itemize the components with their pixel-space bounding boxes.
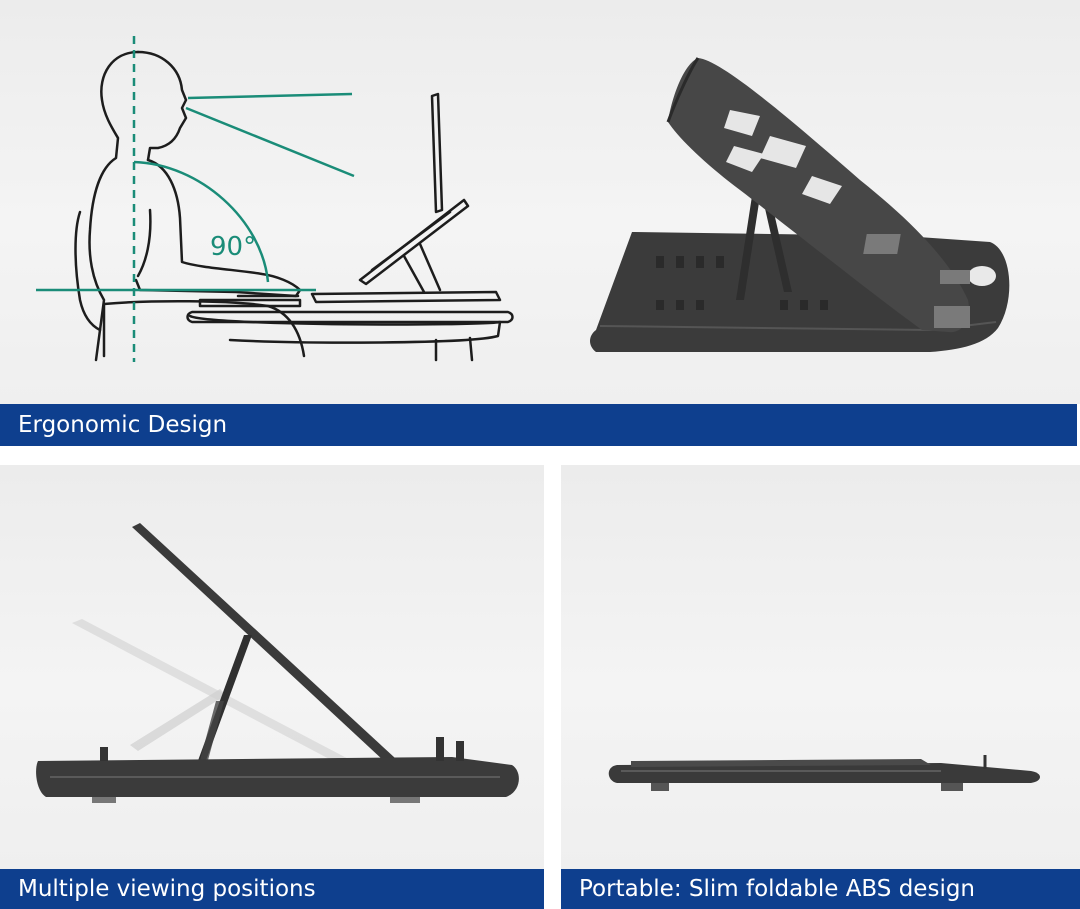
- top-panel: 90°: [0, 0, 1080, 404]
- laptop-stand-side-image: [36, 523, 519, 803]
- caption-ergonomic-design: Ergonomic Design: [0, 404, 1077, 446]
- laptop-stand-angled-image: [590, 57, 1010, 352]
- bottom-left-panel: [0, 465, 544, 869]
- ergonomic-person-illustration: [36, 36, 514, 362]
- angle-label: 90°: [210, 232, 257, 262]
- caption-multiple-viewing-positions: Multiple viewing positions: [0, 869, 544, 909]
- caption-portable-slim-foldable: Portable: Slim foldable ABS design: [561, 869, 1080, 909]
- bottom-right-panel: [561, 465, 1080, 869]
- laptop-stand-folded-image: [608, 755, 1040, 791]
